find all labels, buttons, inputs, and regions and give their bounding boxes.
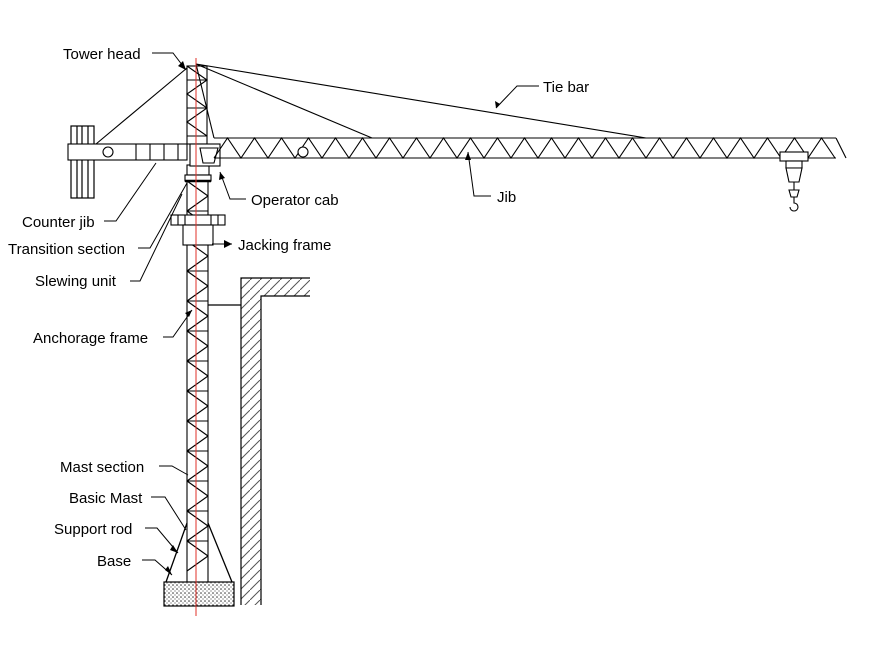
operator-cab-shape [189, 143, 221, 167]
label-anchorage-frame: Anchorage frame [33, 330, 148, 347]
tie-bars [195, 63, 647, 139]
counter-jib [67, 67, 188, 161]
label-support-rod: Support rod [54, 521, 132, 538]
label-transition-section: Transition section [8, 241, 125, 258]
label-jib: Jib [497, 189, 516, 206]
label-jacking-frame: Jacking frame [238, 237, 331, 254]
label-counter-jib: Counter jib [22, 214, 95, 231]
label-tie-bar: Tie bar [543, 79, 589, 96]
label-base: Base [97, 553, 131, 570]
tower-head [186, 65, 208, 145]
leader-arrowheads [165, 61, 500, 575]
jacking-frame [170, 214, 226, 246]
label-basic-mast: Basic Mast [69, 490, 143, 507]
label-operator-cab: Operator cab [251, 192, 339, 209]
leader-lines [104, 52, 539, 576]
slewing-unit [184, 164, 212, 183]
jib-truss [213, 137, 847, 159]
trolley-hook [779, 151, 809, 212]
label-mast-section: Mast section [60, 459, 144, 476]
counterweight [70, 125, 95, 199]
label-slewing-unit: Slewing unit [35, 273, 117, 290]
label-tower-head: Tower head [63, 46, 141, 63]
base-block [163, 581, 235, 607]
building-wall [240, 277, 310, 605]
